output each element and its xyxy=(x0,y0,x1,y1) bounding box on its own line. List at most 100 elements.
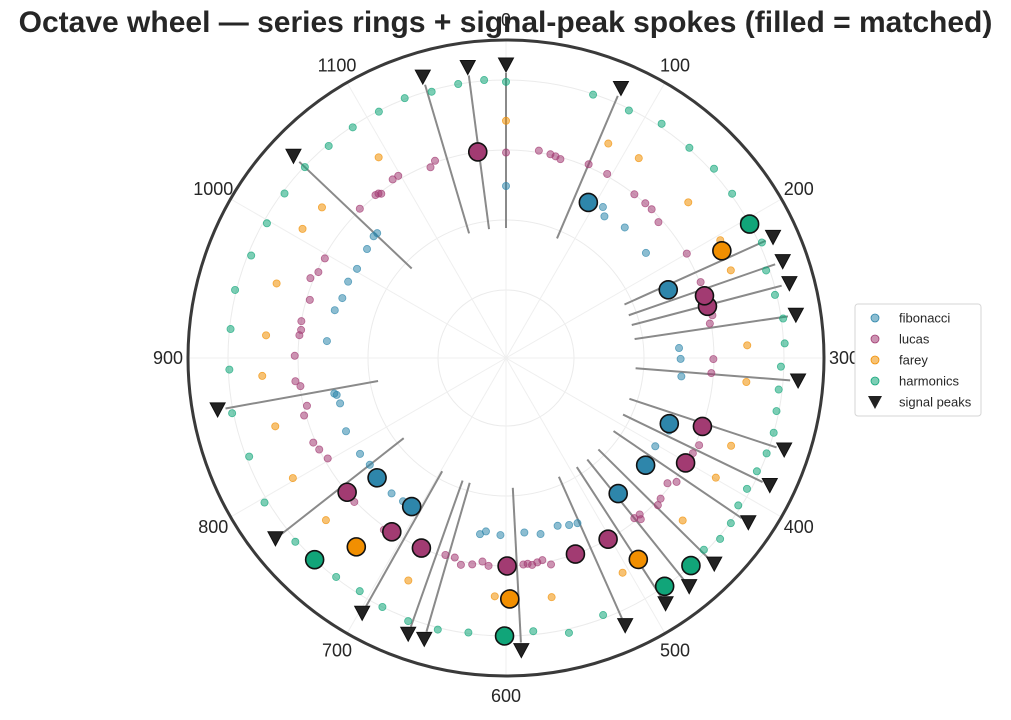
harmonics-point xyxy=(589,90,598,99)
harmonics-point xyxy=(599,611,608,620)
harmonics-matched-point xyxy=(739,214,760,234)
harmonics-point xyxy=(726,519,735,528)
fibonacci-matched-point xyxy=(659,413,680,434)
fibonacci-point xyxy=(641,248,650,257)
lucas-point xyxy=(709,355,718,364)
harmonics-point xyxy=(404,617,413,626)
farey-point xyxy=(726,266,735,275)
fibonacci-point xyxy=(387,489,396,498)
signal-peak-marker xyxy=(789,373,807,390)
lucas-point xyxy=(305,295,314,304)
fibonacci-matched-point xyxy=(658,279,679,300)
lucas-point xyxy=(663,479,672,488)
grid-spoke xyxy=(230,357,507,518)
fibonacci-point xyxy=(675,344,684,353)
lucas-point xyxy=(695,441,704,450)
fibonacci-point xyxy=(573,519,582,528)
harmonics-point xyxy=(776,362,785,371)
angle-tick-label: 700 xyxy=(322,641,352,661)
lucas-point xyxy=(309,438,318,447)
lucas-point xyxy=(641,199,650,208)
lucas-point xyxy=(603,169,612,178)
harmonics-point xyxy=(699,545,708,554)
legend-marker-farey xyxy=(870,355,880,365)
harmonics-point xyxy=(716,534,725,543)
farey-point xyxy=(317,203,326,212)
legend-label: harmonics xyxy=(899,374,959,389)
lucas-matched-point xyxy=(598,529,618,550)
peak-spoke xyxy=(624,239,767,306)
harmonics-point xyxy=(779,314,788,323)
farey-point xyxy=(272,279,281,288)
lucas-point xyxy=(290,351,299,360)
angle-tick-label: 900 xyxy=(153,348,183,368)
fibonacci-point xyxy=(565,521,574,530)
matched-layer xyxy=(304,142,760,646)
lucas-point xyxy=(431,156,440,165)
farey-point xyxy=(374,153,383,162)
signal-peak-marker xyxy=(739,515,757,531)
lucas-point xyxy=(388,175,397,184)
grid-spoke xyxy=(505,357,666,634)
lucas-point xyxy=(630,190,639,199)
harmonics-point xyxy=(245,452,254,461)
angle-tick-label: 1000 xyxy=(193,179,233,199)
harmonics-point xyxy=(752,467,761,476)
grid-spoke xyxy=(505,82,666,359)
peak-spoke xyxy=(557,476,623,619)
lucas-matched-point xyxy=(565,544,586,564)
lucas-point xyxy=(426,163,435,172)
farey-point xyxy=(404,576,413,585)
signal-peak-marker xyxy=(775,442,793,459)
fibonacci-point xyxy=(536,530,545,539)
harmonics-point xyxy=(710,164,719,173)
lucas-point xyxy=(672,477,681,486)
harmonics-point xyxy=(427,87,436,96)
lucas-matched-point xyxy=(692,416,713,437)
angle-tick-label: 600 xyxy=(491,686,521,706)
fibonacci-point xyxy=(496,531,505,540)
harmonics-point xyxy=(262,219,271,228)
farey-point xyxy=(288,474,297,483)
fibonacci-point xyxy=(336,399,345,408)
legend-marker-fibonacci xyxy=(870,313,880,323)
harmonics-point xyxy=(247,251,256,260)
lucas-point xyxy=(630,514,639,523)
fibonacci-point xyxy=(365,460,374,469)
peak-spoke xyxy=(597,448,710,560)
harmonics-point xyxy=(501,77,510,86)
lucas-point xyxy=(696,278,705,287)
lucas-point xyxy=(707,369,716,378)
lucas-point xyxy=(302,401,311,410)
harmonics-point xyxy=(280,189,289,198)
peak-spoke xyxy=(575,466,663,598)
peak-spoke xyxy=(409,480,464,627)
lucas-point xyxy=(705,319,714,328)
grid-spoke xyxy=(505,198,782,359)
signal-peak-marker xyxy=(512,643,530,659)
chart-title: Octave wheel — series rings + signal-pea… xyxy=(18,6,993,39)
lucas-point xyxy=(377,189,386,198)
farey-point xyxy=(547,593,556,602)
angle-tick-label: 500 xyxy=(660,641,690,661)
lucas-point xyxy=(297,317,306,326)
harmonics-point xyxy=(780,339,789,348)
lucas-point xyxy=(478,557,487,566)
signal-peak-marker xyxy=(761,478,779,494)
harmonics-point xyxy=(685,143,694,152)
harmonics-point xyxy=(348,123,357,132)
harmonics-point xyxy=(300,163,309,172)
harmonics-point xyxy=(529,627,538,636)
peak-spoke xyxy=(225,380,379,410)
signal-peak-marker xyxy=(680,579,698,595)
signal-peak-marker xyxy=(774,254,792,270)
lucas-point xyxy=(584,160,593,169)
lucas-point xyxy=(547,560,556,569)
farey-point xyxy=(634,154,643,163)
farey-point xyxy=(501,116,510,125)
fibonacci-point xyxy=(373,229,382,238)
harmonics-point xyxy=(728,189,737,198)
angle-tick-label: 400 xyxy=(784,517,814,537)
